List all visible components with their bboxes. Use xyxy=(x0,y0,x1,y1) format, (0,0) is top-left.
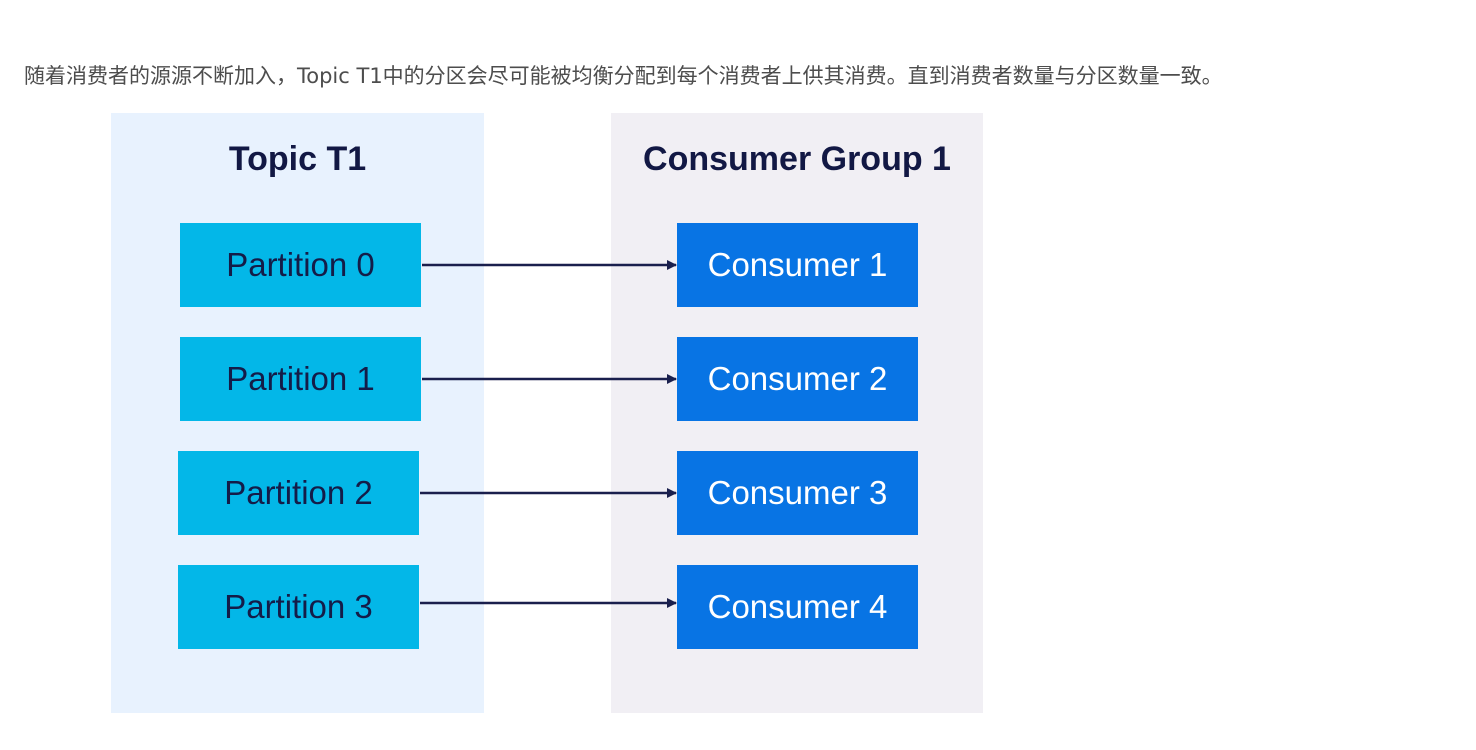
consumer-group-title: Consumer Group 1 xyxy=(643,140,951,178)
partition-2-box: Partition 2 xyxy=(178,451,419,535)
topic-title: Topic T1 xyxy=(228,140,367,178)
intro-paragraph: 随着消费者的源源不断加入，Topic T1中的分区会尽可能被均衡分配到每个消费者… xyxy=(24,64,1223,88)
partition-0-box: Partition 0 xyxy=(180,223,421,307)
partition-1-box: Partition 1 xyxy=(180,337,421,421)
consumer-3-box: Consumer 3 xyxy=(677,451,918,535)
consumer-2-box: Consumer 2 xyxy=(677,337,918,421)
consumer-1-box: Consumer 1 xyxy=(677,223,918,307)
partition-3-box: Partition 3 xyxy=(178,565,419,649)
consumer-4-box: Consumer 4 xyxy=(677,565,918,649)
